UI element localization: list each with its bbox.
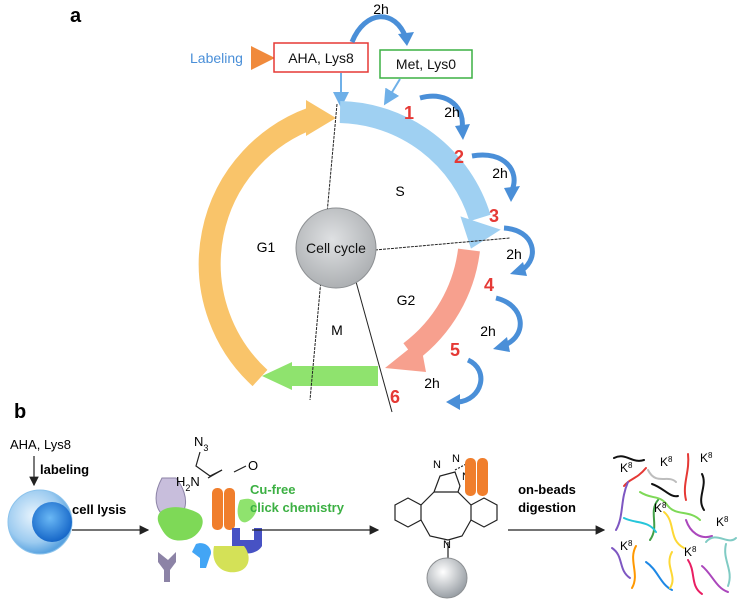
s-phase-arrowhead bbox=[460, 216, 501, 249]
s-phase-arc bbox=[339, 101, 491, 222]
protein-orange-2 bbox=[224, 488, 235, 530]
aha-box bbox=[273, 42, 369, 73]
k8-labels: K8 K8 K8 K8 K8 K8 K8 bbox=[620, 451, 729, 560]
digestion-label: digestion bbox=[518, 500, 576, 515]
cell-cycle-label: Cell cycle bbox=[306, 240, 366, 256]
dbco-structure bbox=[394, 461, 498, 572]
met-box-label: Met, Lys0 bbox=[396, 56, 456, 72]
phase-g1-label: G1 bbox=[257, 239, 276, 255]
bead bbox=[426, 557, 468, 599]
labeling-text: Labeling bbox=[190, 50, 243, 66]
met-down-arrow bbox=[383, 78, 401, 106]
step-arrow-5-6 bbox=[457, 357, 484, 405]
met-box bbox=[379, 49, 473, 79]
step-time-4: 2h bbox=[480, 323, 496, 339]
top-swap-arrowhead bbox=[398, 32, 414, 46]
k8-label-3: K8 bbox=[700, 451, 713, 466]
k8-label-4: K8 bbox=[654, 501, 667, 516]
k8-label-7: K8 bbox=[684, 545, 697, 560]
h2n-label: H2N bbox=[176, 474, 200, 493]
ring-nitrogen: N bbox=[443, 539, 451, 551]
n3-label: N3 bbox=[194, 434, 208, 453]
g1-phase-arrowhead bbox=[306, 100, 336, 136]
click-chemistry-label: click chemistry bbox=[250, 500, 345, 515]
cell-lysis-label: cell lysis bbox=[72, 502, 126, 517]
step-3: 3 bbox=[489, 206, 499, 226]
step-arrow-1-2 bbox=[419, 93, 465, 129]
top-time-label: 2h bbox=[373, 1, 389, 17]
step-time-5: 2h bbox=[424, 375, 440, 391]
oxygen-label: O bbox=[248, 458, 258, 473]
step-6: 6 bbox=[390, 387, 400, 407]
peptide-cluster bbox=[611, 453, 737, 595]
phase-m-label: M bbox=[331, 322, 343, 338]
on-beads-label: on-beads bbox=[518, 482, 576, 497]
triazole-n-2: N bbox=[452, 453, 460, 465]
divider-s-g2 bbox=[374, 237, 511, 251]
protein-green bbox=[157, 507, 203, 541]
protein-lightgreen bbox=[237, 498, 257, 523]
panel-a-label: a bbox=[70, 5, 82, 27]
carbonyl-bond bbox=[233, 465, 247, 473]
bound-protein-1 bbox=[465, 458, 476, 496]
cell-nucleus bbox=[32, 502, 72, 542]
g1-phase-arc bbox=[198, 107, 316, 387]
divider-g2-m bbox=[349, 259, 393, 413]
protein-orange-1 bbox=[212, 488, 223, 530]
g2-phase-arc bbox=[403, 248, 480, 361]
protein-cluster bbox=[155, 477, 262, 582]
step-5: 5 bbox=[450, 340, 460, 360]
g2-phase-arrowhead bbox=[385, 340, 426, 372]
step-2: 2 bbox=[454, 147, 464, 167]
m-phase-arrowhead bbox=[262, 362, 292, 390]
aha-box-label: AHA, Lys8 bbox=[288, 50, 354, 66]
cu-free-label: Cu-free bbox=[250, 482, 296, 497]
step-time-1: 2h bbox=[444, 104, 460, 120]
k8-label-2: K8 bbox=[660, 455, 673, 470]
step-time-2: 2h bbox=[492, 165, 508, 181]
phase-s-label: S bbox=[395, 183, 404, 199]
protein-purple-y bbox=[158, 552, 176, 582]
top-swap-arrow bbox=[349, 14, 409, 44]
protein-yellowgreen bbox=[213, 546, 249, 573]
step-1: 1 bbox=[404, 103, 414, 123]
panel-b-label: b bbox=[14, 401, 26, 423]
step-time-3: 2h bbox=[506, 246, 522, 262]
step-arrow-3-4 bbox=[503, 225, 535, 273]
triazole-n-1: N bbox=[433, 459, 441, 471]
phase-g2-label: G2 bbox=[397, 292, 416, 308]
k8-label-5: K8 bbox=[716, 515, 729, 530]
step-4: 4 bbox=[484, 275, 494, 295]
protein-blue-y bbox=[192, 543, 212, 568]
aha-bond bbox=[207, 469, 223, 479]
aha-lys8-text: AHA, Lys8 bbox=[10, 437, 71, 452]
step-arrow-2-3 bbox=[471, 152, 517, 192]
labeling-label: labeling bbox=[40, 462, 89, 477]
cell-cycle-center bbox=[295, 207, 377, 289]
step-arrow-4-5 bbox=[495, 295, 523, 348]
k8-label-6: K8 bbox=[620, 539, 633, 554]
k8-label-1: K8 bbox=[620, 461, 633, 476]
bound-protein-2 bbox=[477, 458, 488, 496]
